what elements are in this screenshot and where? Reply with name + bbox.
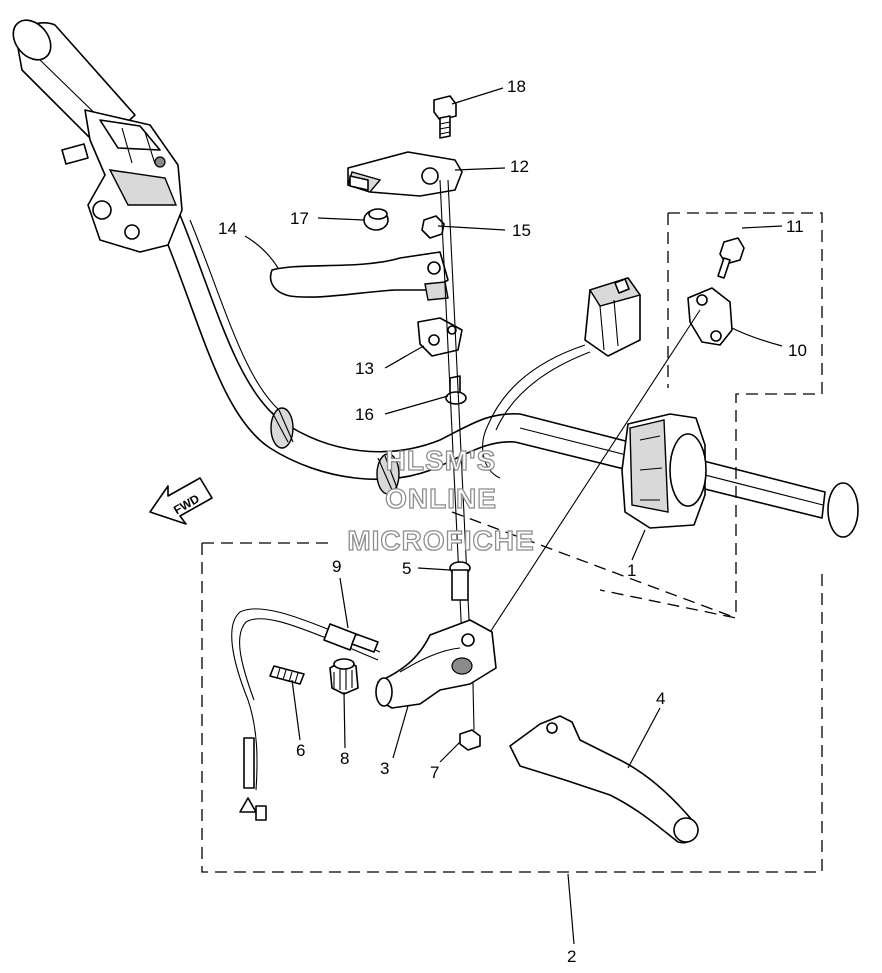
master-cylinder-assembly [61,109,183,253]
adjuster-screw-part-6 [269,665,305,685]
left-grip-end [827,482,859,538]
callout-16: 16 [355,405,374,424]
lever-bracket-part-12 [347,151,463,197]
group-outline-1-link [451,511,737,619]
plate-part-13 [417,317,463,357]
cap-part-17 [363,208,389,231]
switch-clamp-part-10 [687,287,733,346]
callout-numbers: 18 12 17 15 14 11 10 13 16 1 9 5 4 6 8 3… [218,77,807,966]
callout-6: 6 [296,741,305,760]
switch-connector [584,277,642,357]
clutch-cable-part-9 [231,608,381,821]
nut-part-15 [421,215,445,239]
group-outline-2 [201,542,823,873]
bolt-part-18 [433,95,457,139]
callout-9: 9 [332,557,341,576]
callout-1: 1 [627,561,636,580]
bar-grip-collar [270,407,400,495]
callout-15: 15 [512,221,531,240]
callout-2: 2 [567,947,576,966]
callout-4: 4 [656,689,665,708]
handlebar-switch-part-1 [621,413,707,529]
callout-10: 10 [788,341,807,360]
callout-leaders [244,87,783,945]
callout-13: 13 [355,359,374,378]
lever-part-14 [269,251,449,301]
forward-direction-arrow: FWD [149,477,213,525]
callout-17: 17 [290,209,309,228]
clamp-bolt-part-11 [717,237,745,279]
bolt-part-16 [445,375,467,405]
callout-5: 5 [402,559,411,578]
watermark-line-3: MICROFICHE [347,525,534,556]
callout-18: 18 [507,77,526,96]
callout-8: 8 [340,749,349,768]
callout-11: 11 [786,217,804,236]
watermark-line-1: HLSM'S [386,445,497,476]
pivot-bolt-part-5 [449,561,471,601]
nut-part-7 [459,729,481,751]
callout-12: 12 [510,157,529,176]
switch-wiring [482,344,591,479]
watermark-line-2: ONLINE [385,483,497,514]
callout-14: 14 [218,219,237,238]
lever-holder-part-3 [375,619,497,709]
watermark: HLSM'S ONLINE MICROFICHE [347,444,535,556]
adjuster-nut-part-8 [329,658,359,695]
callout-3: 3 [380,759,389,778]
clutch-lever-part-4 [509,715,699,844]
group-outline-1 [599,212,823,619]
callout-7: 7 [430,763,439,782]
